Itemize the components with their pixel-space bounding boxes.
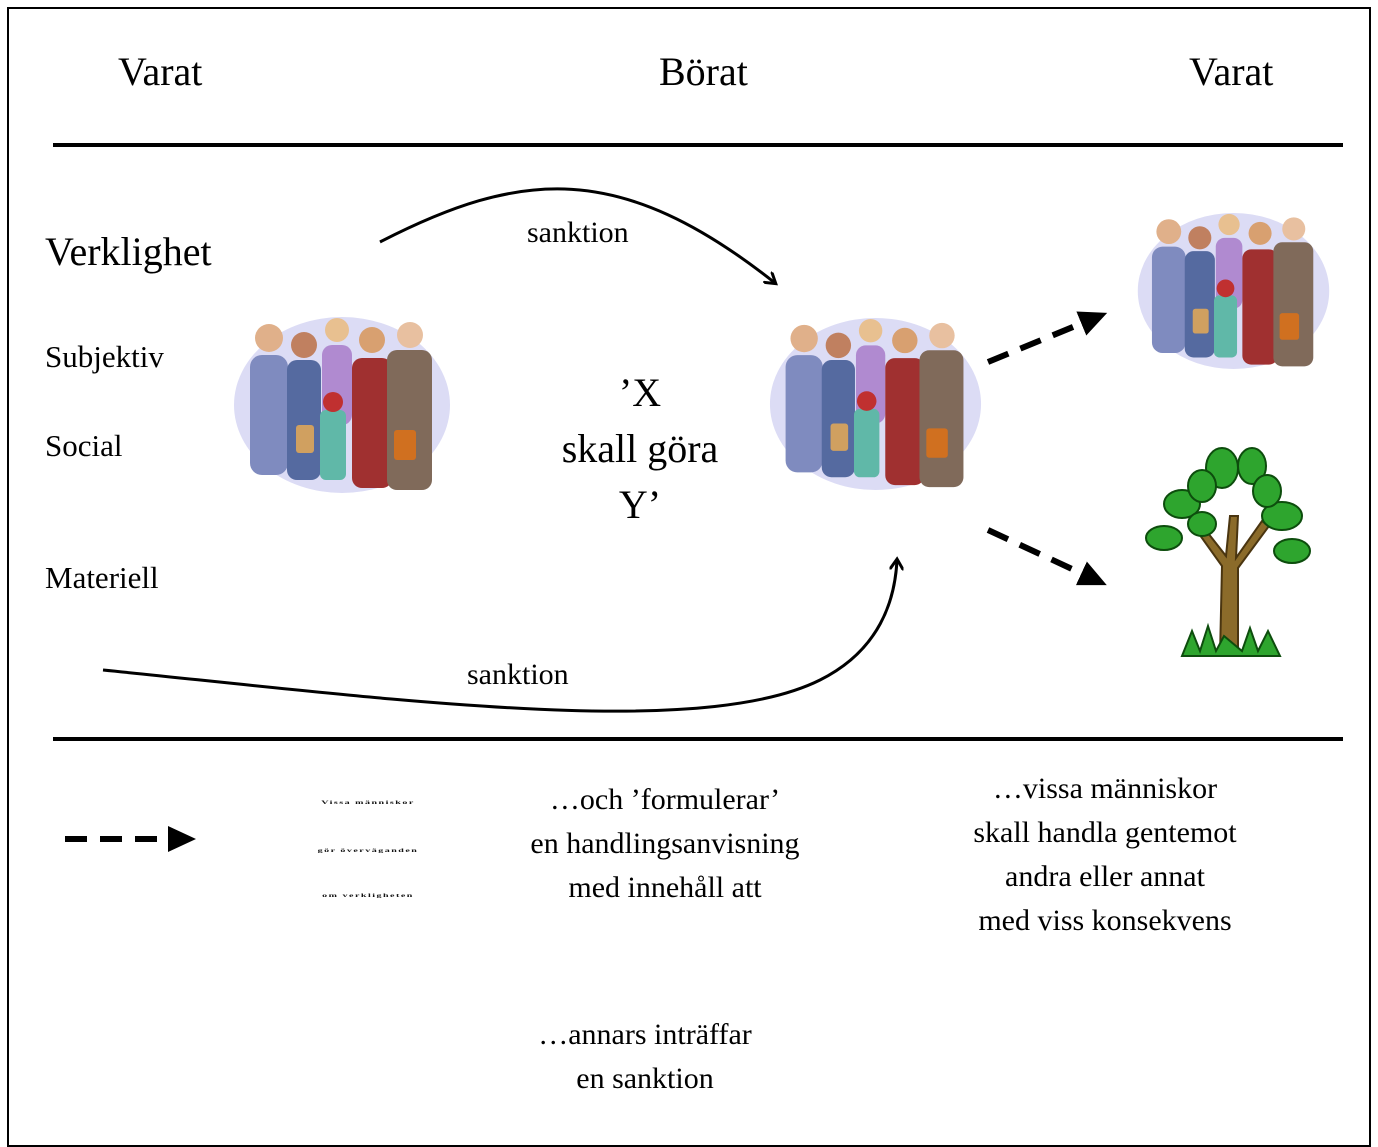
caption-annars: …annars inträffar en sanktion <box>495 1013 795 1101</box>
people-group-icon <box>1137 213 1330 369</box>
dashed-arrow-people <box>986 311 1108 365</box>
label-social: Social <box>45 428 123 463</box>
norm-text: ’X skall göra Y’ <box>540 365 740 533</box>
caption-annars-line-2: en sanktion <box>576 1062 714 1095</box>
caption-handla-line-2: skall handla gentemot <box>973 816 1237 849</box>
legend-line-3: om verkligheten <box>322 892 414 899</box>
label-verklighet: Verklighet <box>45 229 212 274</box>
people-group-icon <box>234 317 450 493</box>
legend-line-2: gör överväganden <box>317 847 419 854</box>
header-varat-left: Varat <box>118 49 203 94</box>
sanction-label-top: sanktion <box>527 216 629 249</box>
norm-line-2: skall göra <box>561 426 719 471</box>
caption-handla: …vissa människor skall handla gentemot a… <box>945 767 1265 943</box>
caption-formulerar: …och ’formulerar’ en handlingsanvisning … <box>505 778 825 910</box>
top-divider <box>53 143 1343 147</box>
caption-handla-line-3: andra eller annat <box>1005 860 1205 893</box>
caption-formulerar-line-3: med innehåll att <box>568 871 762 904</box>
bottom-divider <box>53 737 1343 741</box>
header-varat-right: Varat <box>1189 49 1274 94</box>
label-subjektiv: Subjektiv <box>45 339 164 374</box>
legend-line-1: Vissa människor <box>321 799 415 806</box>
sanction-arrow-top <box>379 187 775 283</box>
people-group-icon <box>769 318 982 490</box>
caption-formulerar-line-2: en handlingsanvisning <box>530 827 800 860</box>
norm-line-1: ’X <box>618 370 662 415</box>
dashed-arrow-tree <box>986 527 1107 586</box>
header-borat: Börat <box>659 49 748 94</box>
tree-icon <box>1145 447 1311 657</box>
sanction-arrow-bottom <box>102 560 897 713</box>
caption-annars-line-1: …annars inträffar <box>538 1018 752 1051</box>
caption-handla-line-1: …vissa människor <box>992 772 1218 805</box>
caption-formulerar-line-1: …och ’formulerar’ <box>549 783 781 816</box>
label-materiell: Materiell <box>45 560 159 595</box>
norm-line-3: Y’ <box>618 482 662 527</box>
sanction-label-bottom: sanktion <box>467 658 569 691</box>
caption-handla-line-4: med viss konsekvens <box>978 904 1232 937</box>
